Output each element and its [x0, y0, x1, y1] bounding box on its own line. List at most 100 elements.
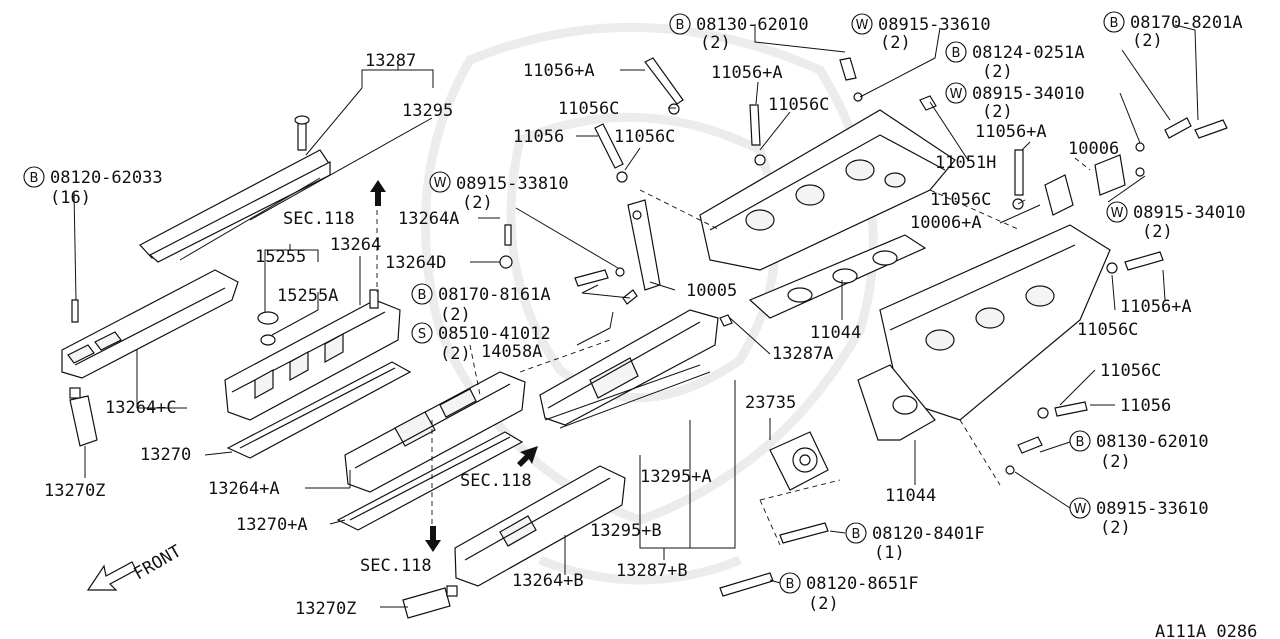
- label-13264A-upper: 13264A: [398, 209, 459, 229]
- label-11051H: 11051H: [935, 153, 996, 173]
- label-14058A: 14058A: [481, 342, 542, 362]
- label-10006A: 10006+A: [910, 213, 982, 233]
- label-qty-2: (2): [982, 102, 1013, 122]
- label-13264B: 13264+B: [512, 571, 584, 591]
- w-mark: [851, 13, 873, 35]
- label-10006: 10006: [1068, 139, 1119, 159]
- b-mark: [411, 283, 433, 305]
- label-11044-upper: 11044: [810, 323, 861, 343]
- cover-13264B: [454, 465, 626, 587]
- cover-13264A: [344, 371, 526, 493]
- label-08130-62010-bottom: 08130-62010: [1096, 432, 1209, 452]
- label-11056C-5: 11056C: [1077, 320, 1138, 340]
- b-mark: [945, 41, 967, 63]
- label-13264D: 13264D: [385, 253, 446, 273]
- label-10005: 10005: [686, 281, 737, 301]
- label-08120-8651F: 08120-8651F: [806, 574, 919, 594]
- label-11056-2: 11056: [1120, 396, 1171, 416]
- label-08170-8161A: 08170-8161A: [438, 285, 551, 305]
- label-08915-33610-top: 08915-33610: [878, 15, 991, 35]
- sec118-arrow-up: [370, 180, 386, 206]
- part-labels: 13287 13295 08120-62033 (16) SEC.118 132…: [44, 13, 1257, 639]
- b-mark-text: B: [676, 18, 685, 33]
- b-mark-text: B: [30, 171, 39, 186]
- label-qty-2: (2): [1132, 31, 1163, 51]
- b-mark: [779, 572, 801, 594]
- diagram-code: A111A 0286: [1155, 622, 1257, 639]
- label-13295A: 13295+A: [640, 467, 712, 487]
- cover-13264C: [61, 269, 239, 379]
- head-gasket-11044-upper: [748, 234, 927, 319]
- b-mark: [1103, 11, 1125, 33]
- label-08510-41012: 08510-41012: [438, 324, 551, 344]
- label-11056-1: 11056: [513, 127, 564, 147]
- b-mark-text: B: [1076, 435, 1085, 450]
- label-23735: 23735: [745, 393, 796, 413]
- label-13264: 13264: [330, 235, 381, 255]
- label-qty-2: (2): [700, 33, 731, 53]
- circled-marks: B W B S B W B B W W B W B B: [23, 11, 1128, 594]
- b-mark-text: B: [852, 527, 861, 542]
- label-08915-34010-right: 08915-34010: [1133, 203, 1246, 223]
- label-qty-2: (2): [808, 594, 839, 614]
- sec118-arrow-diag: [517, 446, 538, 467]
- sensor-23735: [769, 431, 829, 491]
- label-15255A: 15255A: [277, 286, 338, 306]
- label-13295B: 13295+B: [590, 521, 662, 541]
- bolts-and-washers: [499, 57, 1228, 597]
- label-qty-2: (2): [1142, 222, 1173, 242]
- w-mark: [945, 82, 967, 104]
- label-08915-33810: 08915-33810: [456, 174, 569, 194]
- label-13264C: 13264+C: [105, 398, 177, 418]
- label-11044-lower: 11044: [885, 486, 936, 506]
- label-08120-8401F: 08120-8401F: [872, 524, 985, 544]
- b-mark: [1069, 430, 1091, 452]
- label-qty-2: (2): [440, 305, 471, 325]
- label-13287-top: 13287: [365, 51, 416, 71]
- label-11056C-1: 11056C: [558, 99, 619, 119]
- label-08130-62010-top: 08130-62010: [696, 15, 809, 35]
- label-08915-33610-bottom: 08915-33610: [1096, 499, 1209, 519]
- w-mark-text: W: [856, 18, 869, 33]
- label-13270A: 13270+A: [236, 515, 308, 535]
- b-mark: [845, 522, 867, 544]
- label-qty-2: (2): [440, 344, 471, 364]
- bracket-10005: [627, 199, 661, 291]
- label-sec118-top: SEC.118: [283, 209, 355, 229]
- label-11056A-4: 11056+A: [1120, 297, 1192, 317]
- b-mark-text: B: [1110, 16, 1119, 31]
- rocker-cover-13264: [224, 289, 401, 421]
- label-11056C-3: 11056C: [768, 95, 829, 115]
- engine-cover-13287: [139, 115, 331, 263]
- label-qty-2: (2): [1100, 452, 1131, 472]
- label-08124-0251A: 08124-0251A: [972, 43, 1085, 63]
- s-mark-text: S: [418, 327, 426, 342]
- label-11056C-6: 11056C: [1100, 361, 1161, 381]
- label-13287A: 13287A: [772, 344, 833, 364]
- label-qty-2: (2): [982, 62, 1013, 82]
- b-mark: [23, 166, 45, 188]
- label-13270Z-bottom: 13270Z: [295, 599, 356, 619]
- cap-13270Z-bottom: [402, 585, 458, 619]
- leader-lines: [73, 24, 1199, 608]
- cylinder-head-lower: [879, 224, 1111, 421]
- label-13264A-lower: 13264+A: [208, 479, 280, 499]
- label-13287B: 13287+B: [616, 561, 688, 581]
- label-15255: 15255: [255, 247, 306, 267]
- label-11056A-2: 11056+A: [711, 63, 783, 83]
- label-11056A-3: 11056+A: [975, 122, 1047, 142]
- head-gasket-11044-lower: [857, 364, 936, 441]
- label-11056A-1: 11056+A: [523, 61, 595, 81]
- b-mark: [669, 13, 691, 35]
- w-mark-text: W: [950, 87, 963, 102]
- w-mark: [1106, 201, 1128, 223]
- label-08915-34010-top: 08915-34010: [972, 84, 1085, 104]
- s-mark: [411, 322, 433, 344]
- cylinder-head-upper: [699, 109, 956, 271]
- cap-13270Z-left: [69, 387, 98, 447]
- front-direction-label: FRONT: [131, 541, 185, 584]
- w-mark: [1069, 497, 1091, 519]
- watermark-emblem: [420, 22, 878, 585]
- label-qty-2: (2): [462, 193, 493, 213]
